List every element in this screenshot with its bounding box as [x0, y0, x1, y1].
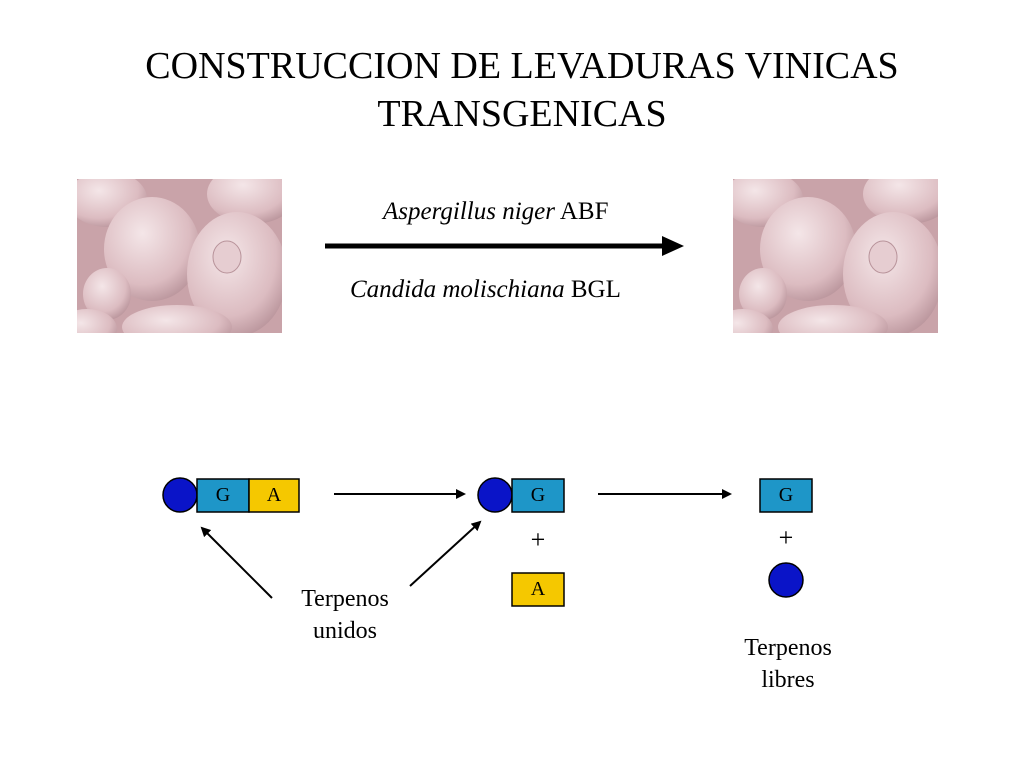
yeast-image-before [77, 179, 282, 333]
gene-species-aspergillus: Aspergillus niger [383, 198, 555, 225]
free-terpenes-line-2: libres [761, 667, 815, 693]
a-block-1-label: A [266, 484, 282, 506]
g-block-2 [511, 478, 565, 513]
terpene-circle-free [768, 562, 804, 598]
free-terpenes-label: Terpenos libres [713, 632, 863, 696]
terpene-circle-2 [477, 477, 513, 513]
gene-enzyme-abf: ABF [559, 198, 609, 225]
title-line-1: CONSTRUCCION DE LEVADURAS VINICAS [145, 45, 899, 87]
title-line-2: TRANSGENICAS [377, 93, 667, 135]
bound-pointer-arrow-2 [409, 520, 482, 587]
gene-label-bgl: Candida molischiana BGL [350, 276, 621, 304]
bound-terpenes-line-1: Terpenos [301, 586, 389, 612]
a-block-released [511, 572, 565, 607]
yeast-image-after [733, 179, 938, 333]
slide-title: CONSTRUCCION DE LEVADURAS VINICAS TRANSG… [40, 42, 1004, 138]
a-block-1 [248, 478, 300, 513]
a-block-released-label: A [530, 578, 546, 600]
gene-label-abf: Aspergillus niger ABF [383, 198, 609, 226]
transformation-arrow-head [662, 236, 684, 256]
plus-sign-1: + [530, 525, 546, 554]
bound-terpenes-line-2: unidos [312, 618, 377, 644]
g-block-1-label: G [215, 484, 231, 506]
bound-terpenes-label: Terpenos unidos [270, 583, 420, 647]
g-block-3-label: G [778, 484, 794, 506]
plus-sign-2: + [778, 523, 794, 552]
bound-pointer-arrow-1 [200, 526, 273, 599]
free-terpenes-line-1: Terpenos [744, 635, 832, 661]
g-block-2-label: G [530, 484, 546, 506]
g-block-3 [759, 478, 813, 513]
g-block-1 [196, 478, 250, 513]
gene-species-candida: Candida molischiana [350, 276, 565, 303]
gene-enzyme-bgl: BGL [570, 276, 621, 303]
terpene-circle-1 [162, 477, 198, 513]
